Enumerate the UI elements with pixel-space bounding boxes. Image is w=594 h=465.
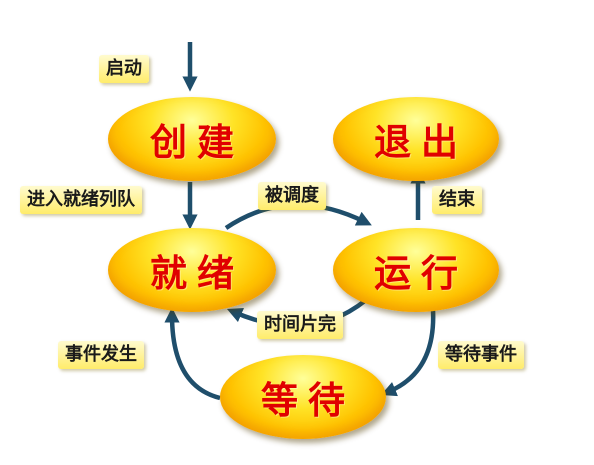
state-create: 创建	[108, 97, 276, 181]
state-running: 运行	[333, 228, 499, 312]
label-time-slice-done: 时间片完	[257, 311, 343, 339]
label-enter-ready-queue: 进入就绪列队	[20, 186, 142, 214]
label-event-occurs: 事件发生	[58, 341, 144, 369]
state-running-label: 运行	[374, 252, 468, 295]
state-waiting: 等待	[220, 355, 386, 439]
state-ready: 就绪	[108, 228, 276, 312]
label-start: 启动	[99, 55, 149, 83]
state-waiting-label: 等待	[261, 379, 355, 422]
state-exit: 退出	[333, 97, 499, 181]
state-create-label: 创建	[150, 121, 244, 164]
state-ready-label: 就绪	[150, 252, 244, 295]
label-dispatched: 被调度	[258, 182, 326, 210]
arrow-running-to-waiting	[380, 309, 436, 397]
state-exit-label: 退出	[374, 121, 468, 164]
label-finish: 结束	[432, 186, 482, 214]
label-wait-event: 等待事件	[438, 341, 524, 369]
arrow-waiting-to-ready	[164, 307, 221, 401]
